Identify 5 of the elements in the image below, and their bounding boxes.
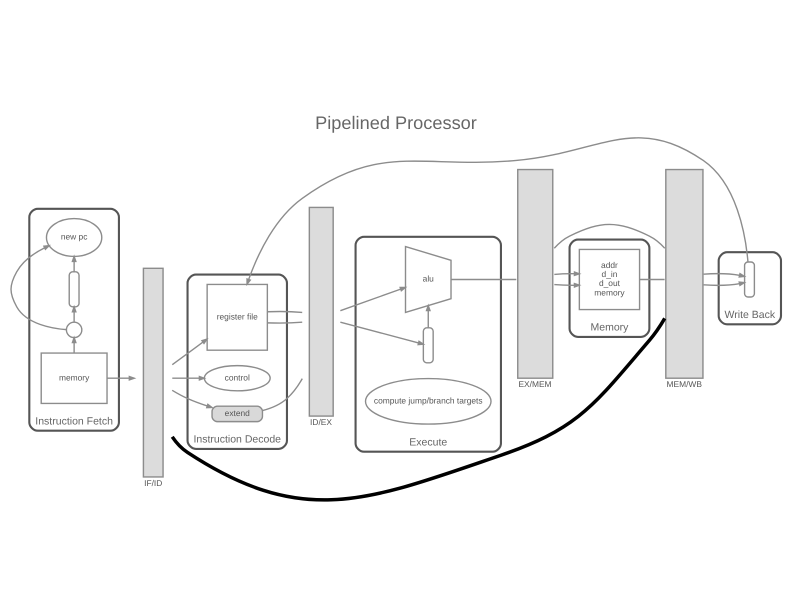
diagram-title: Pipelined Processor <box>315 113 477 134</box>
node-label: EX/MEM <box>518 379 552 390</box>
node-label: IF/ID <box>144 478 162 488</box>
node-label: MEM/WB <box>666 379 702 390</box>
node-label: ID/EX <box>310 416 332 427</box>
